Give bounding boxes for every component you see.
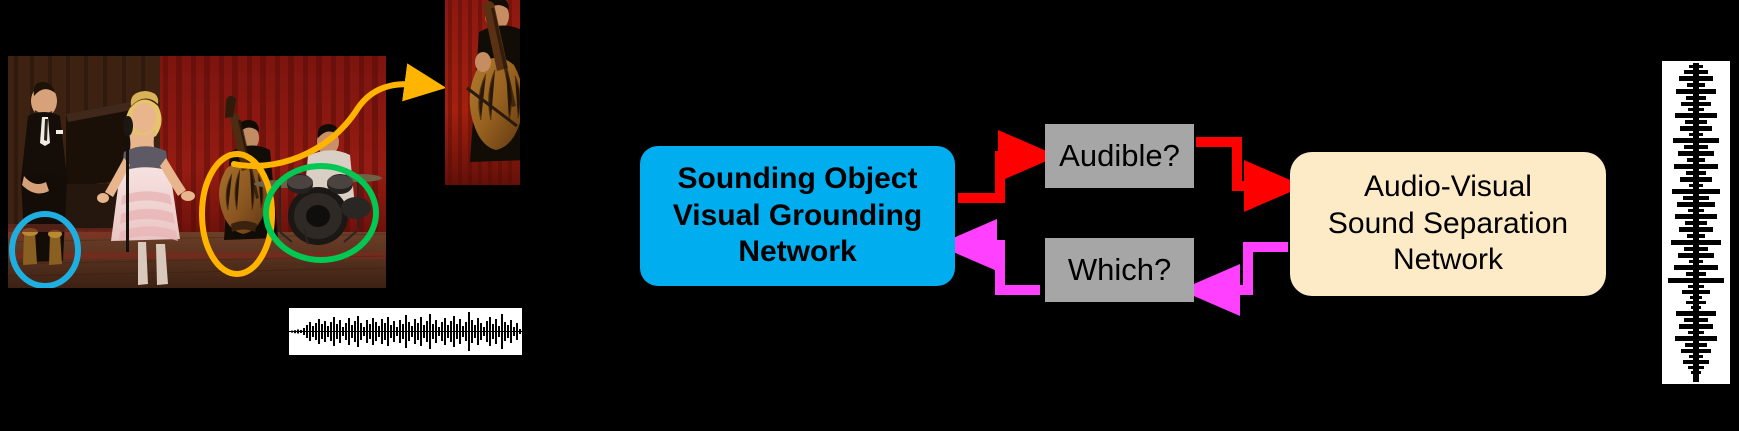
annotation-ellipse-cyan [9, 211, 81, 288]
concert-band-photo [8, 56, 386, 288]
arrow-separation-to-which [1180, 242, 1288, 316]
audio-visual-sound-separation-network-node[interactable]: Audio-Visual Sound Separation Network [1290, 152, 1606, 296]
which-label: Which? [1045, 238, 1194, 302]
arrow-which-to-grounding [937, 219, 1040, 295]
input-audio-waveform [289, 308, 522, 355]
sounding-object-visual-grounding-network-node[interactable]: Sounding Object Visual Grounding Network [640, 146, 955, 286]
separated-audio-waveform [1662, 61, 1730, 384]
arrow-grounding-to-audible [958, 130, 1058, 203]
audible-label: Audible? [1045, 124, 1194, 188]
double-bass-crop [445, 0, 520, 185]
arrow-audible-to-separation [1196, 137, 1304, 212]
